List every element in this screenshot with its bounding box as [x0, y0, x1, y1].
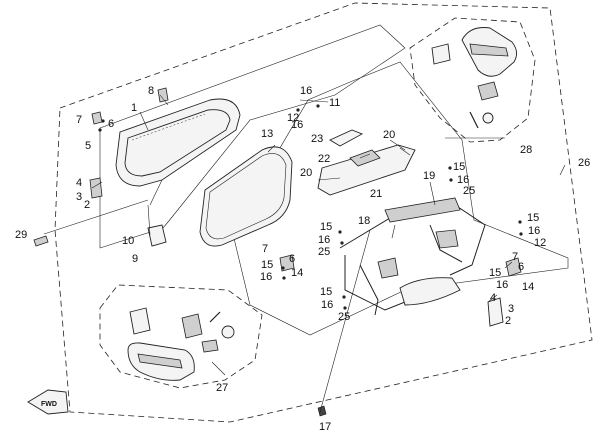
- callout-16-c: 16: [260, 271, 272, 283]
- taillight-assembly-28: [431, 27, 517, 129]
- forward-direction-badge: FWD: [27, 389, 69, 415]
- fwd-badge-text: FWD: [41, 401, 57, 408]
- callout-28: 28: [520, 144, 532, 156]
- callout-15-c: 15: [320, 286, 332, 298]
- callout-4: 4: [76, 177, 82, 189]
- callout-8: 8: [148, 85, 154, 97]
- taillight-assembly-27: [127, 307, 235, 381]
- callout-17: 17: [319, 421, 331, 433]
- seal-gasket-13: [199, 146, 293, 247]
- callout-12: 12: [287, 112, 299, 124]
- callout-6-b: 6: [289, 253, 295, 265]
- callout-9: 9: [132, 253, 138, 265]
- callout-10: 10: [122, 235, 134, 247]
- callout-16-d: 16: [318, 234, 330, 246]
- callout-3-b: 3: [508, 303, 514, 315]
- plate-22: [349, 149, 381, 167]
- callout-7-c: 7: [512, 251, 518, 263]
- hinge-8: [157, 87, 169, 103]
- callout-16-b: 16: [291, 119, 303, 131]
- mounting-rack: [339, 197, 486, 316]
- latch-3-4: [89, 177, 103, 199]
- callout-22: 22: [318, 153, 330, 165]
- callout-15-f: 15: [489, 267, 501, 279]
- right-case-group-outline: [231, 61, 569, 336]
- callout-4-b: 4: [490, 292, 496, 304]
- group-boundary-27: [99, 284, 263, 389]
- latch-right-2-3: [487, 297, 504, 327]
- callout-29: 29: [15, 229, 27, 241]
- bracket-23: [329, 129, 364, 147]
- callout-27: 27: [216, 382, 228, 394]
- callout-25-b: 25: [338, 311, 350, 323]
- callout-19: 19: [423, 170, 435, 182]
- fastener-dots: [98, 104, 523, 310]
- callout-15-e: 15: [527, 212, 539, 224]
- callout-1: 1: [131, 102, 137, 114]
- callout-2: 2: [84, 199, 90, 211]
- seal-gasket-inner: [205, 153, 287, 240]
- bracket-10: [147, 224, 167, 247]
- callout-16-e: 16: [321, 299, 333, 311]
- callout-5: 5: [85, 140, 91, 152]
- callout-21: 21: [370, 188, 382, 200]
- callout-6-c: 6: [518, 261, 524, 273]
- callout-16-h: 16: [496, 279, 508, 291]
- callout-16-g: 16: [528, 225, 540, 237]
- bracket-7: [91, 111, 103, 125]
- group-boundary-28: [409, 17, 536, 143]
- callout-20-b: 20: [300, 167, 312, 179]
- leader-lines: [43, 94, 566, 413]
- callout-16: 16: [300, 85, 312, 97]
- callout-6: 6: [108, 118, 114, 130]
- callout-14: 14: [291, 267, 303, 279]
- callout-15-d: 15: [453, 161, 465, 173]
- callout-18: 18: [358, 215, 370, 227]
- callout-14-b: 14: [522, 281, 534, 293]
- callout-23: 23: [311, 133, 323, 145]
- callout-15: 15: [261, 259, 273, 271]
- left-case-group-outline: [99, 24, 406, 249]
- assembly-boundary-26: [54, 2, 593, 423]
- callout-7-b: 7: [262, 243, 268, 255]
- reflector-29: [33, 235, 49, 247]
- callout-2-b: 2: [505, 315, 511, 327]
- case-frame-left: [115, 98, 241, 187]
- callout-labels: 1 2 3 4 5 6 7 8 9 10 11 12 13 14 15 16 1…: [15, 85, 590, 433]
- callout-25: 25: [318, 246, 330, 258]
- callout-11: 11: [329, 97, 340, 109]
- callout-7: 7: [76, 114, 82, 126]
- callout-3: 3: [76, 191, 82, 203]
- callout-15-b: 15: [320, 221, 332, 233]
- bolt-17: [317, 405, 327, 417]
- callout-13: 13: [261, 128, 273, 140]
- callout-16-f: 16: [457, 174, 469, 186]
- callout-20: 20: [383, 129, 395, 141]
- callout-26: 26: [578, 157, 590, 169]
- bracket-6-right: [505, 257, 522, 277]
- callout-25-c: 25: [463, 185, 475, 197]
- callout-12-b: 12: [534, 237, 546, 249]
